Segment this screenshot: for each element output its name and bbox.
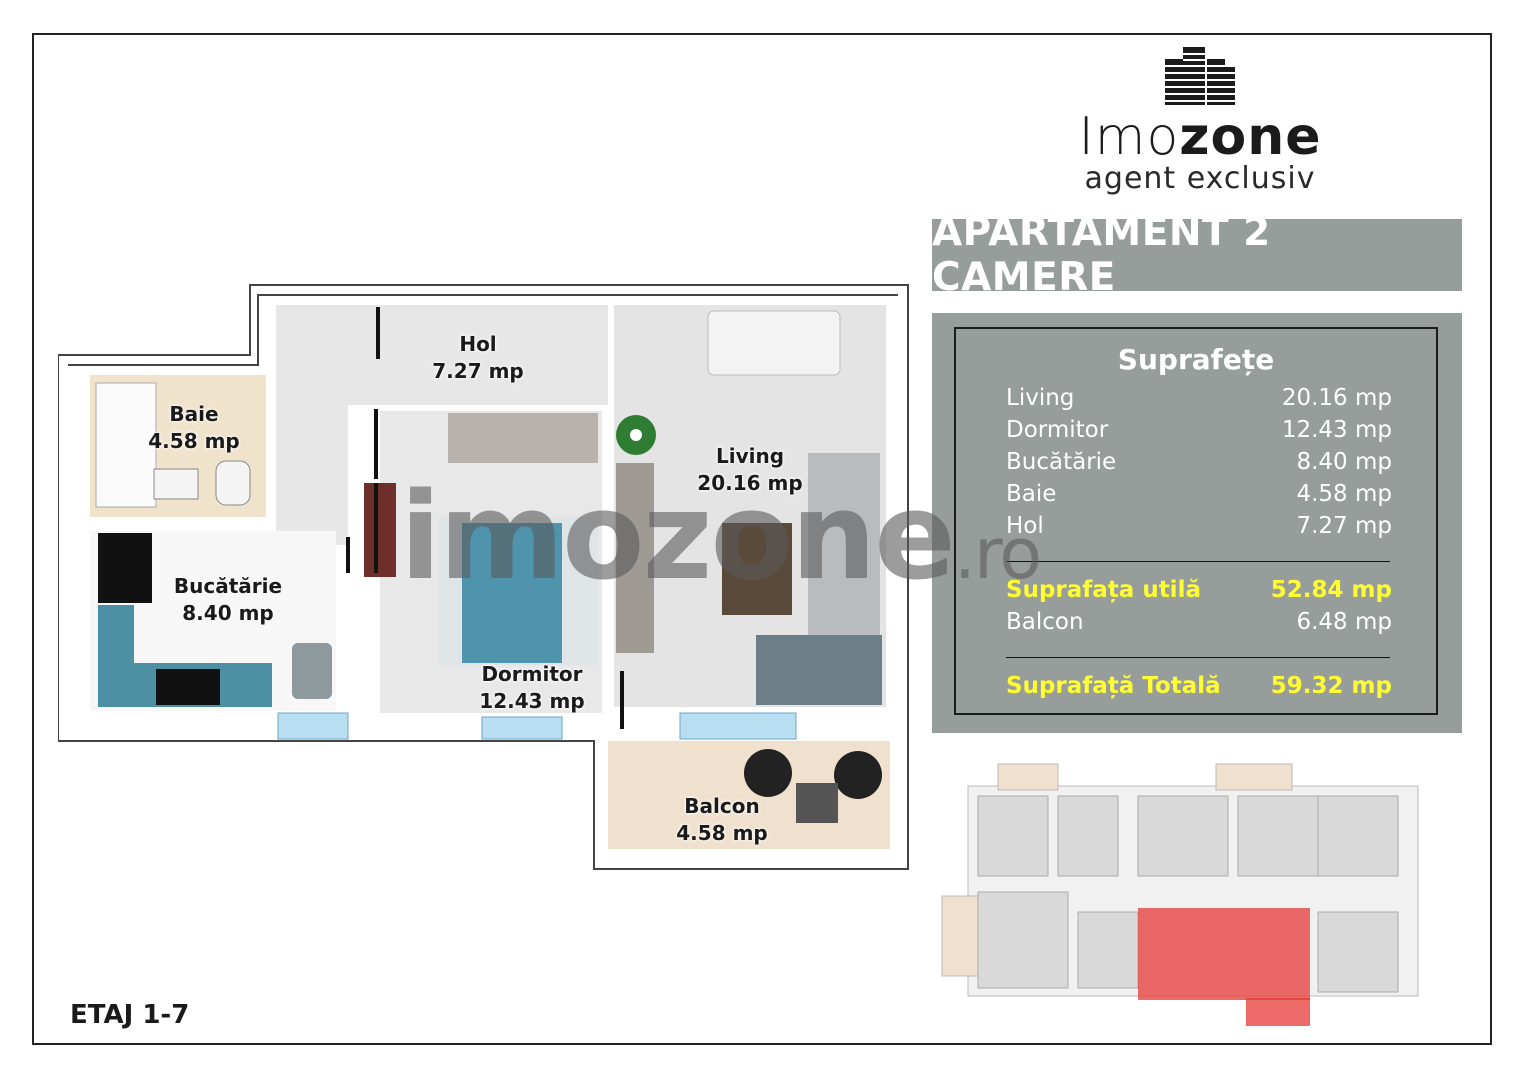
area-value: 52.84 mp [1270,577,1392,603]
room-label-bucatarie: Bucătărie 8.40 mp [166,573,290,627]
area-label: Hol [1006,513,1044,539]
area-label: Bucătărie [1006,449,1117,475]
page-frame [32,33,1492,1045]
brand-tagline: agent exclusiv [1084,161,1316,196]
areas-heading: Suprafețe [1117,343,1275,376]
divider [1006,657,1390,658]
area-label: Suprafață Totală [1006,673,1221,699]
area-value: 59.32 mp [1270,673,1392,699]
area-label: Living [1006,385,1075,411]
area-label: Baie [1006,481,1057,507]
area-value: 12.43 mp [1281,417,1392,443]
floor-plan-drawing [57,284,909,870]
floor-plan: Hol 7.27 mp Baie 4.58 mp Bucătărie 8.40 … [57,283,910,873]
watermark-domain: .ro [953,513,1042,595]
divider [1006,561,1390,562]
room-label-balcon: Balcon 4.58 mp [666,793,778,847]
apartment-title: APARTAMENT 2 CAMERE [932,210,1462,300]
room-area: 7.27 mp [432,359,524,383]
brand-name-bold: zone [1179,107,1322,167]
room-area: 12.43 mp [479,689,585,713]
room-name: Hol [459,332,497,356]
brand-name: Imozone [1060,109,1340,165]
areas-table: Suprafețe Living 20.16 mp Dormitor 12.43… [954,327,1438,715]
room-name: Living [715,444,785,468]
area-value: 20.16 mp [1281,385,1392,411]
hol-floor [276,305,608,405]
key-plan-drawing [941,763,1419,1026]
brand-logo: Imozone agent exclusiv [1060,45,1340,196]
area-value: 6.48 mp [1296,609,1392,635]
area-value: 4.58 mp [1296,481,1392,507]
room-label-dormitor: Dormitor 12.43 mp [476,661,588,715]
room-name: Balcon [684,794,760,818]
room-label-living: Living 20.16 mp [694,443,806,497]
room-area: 8.40 mp [182,601,274,625]
selected-unit-marker [1138,908,1310,1000]
room-area: 4.58 mp [676,821,768,845]
room-name: Bucătărie [173,574,283,598]
room-area: 20.16 mp [697,471,803,495]
floor-level: ETAJ 1-7 [70,1000,190,1030]
buildings-icon [1165,47,1235,105]
area-label: Suprafața utilă [1006,577,1201,603]
area-label: Dormitor [1006,417,1109,443]
room-area: 4.58 mp [148,429,240,453]
room-name: Dormitor [481,662,583,686]
brand-name-light: Imo [1078,107,1180,167]
area-value: 8.40 mp [1296,449,1392,475]
room-name: Baie [169,402,219,426]
watermark: imozone.ro [400,478,1042,614]
areas-panel: Suprafețe Living 20.16 mp Dormitor 12.43… [932,313,1462,733]
area-label: Balcon [1006,609,1084,635]
room-label-baie: Baie 4.58 mp [144,401,244,455]
watermark-main: imozone [400,468,956,607]
room-label-hol: Hol 7.27 mp [428,331,528,385]
area-value: 7.27 mp [1296,513,1392,539]
building-key-plan [938,762,1438,1030]
